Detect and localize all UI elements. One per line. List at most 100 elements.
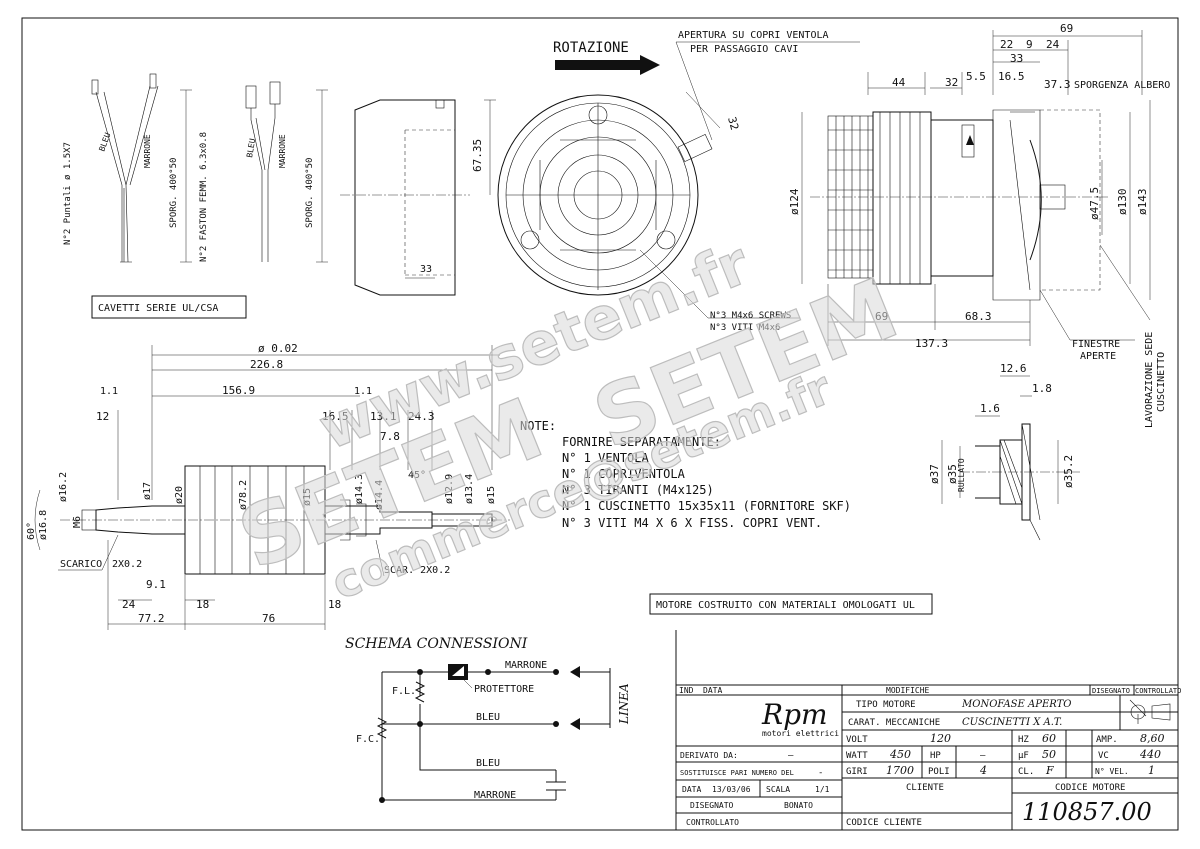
tb-disegnato-value: BONATO [784,801,813,810]
tb-sostituisce-label: SOSTITUISCE PARI NUMERO DEL [680,769,794,777]
tb-derivato-label: DERIVATO DA: [680,751,738,760]
dim-16-5-side: 16.5 [998,70,1025,83]
tb-nvel-label: N° VEL. [1095,767,1129,776]
rotation-arrow-icon [555,55,660,75]
opening-label-2: PER PASSAGGIO CAVI [690,44,798,55]
tb-giri-value: 1700 [886,764,914,777]
dim-156-9: 156.9 [222,384,255,397]
note-line-3: N° 1 COPRIVENTOLA [562,467,686,481]
dim-226-8: 226.8 [250,358,283,371]
note-line-6: N° 3 VITI M4 X 6 X FISS. COPRI VENT. [562,516,822,530]
scarico-dim: 2X0.2 [112,559,142,570]
watermark: www.setem.fr SETEM SETEM commerce@setem.… [225,228,911,611]
tb-carat-label: CARAT. MECCANICHE [848,718,940,728]
dim-1-8: 1.8 [1032,382,1052,395]
title-block: IND DATA MODIFICHE DISEGNATO CONTROLLATO… [675,630,1181,831]
schema-bleu-label: BLEU [476,712,500,723]
length-label-1: SPORG. 400°50 [169,158,179,228]
dia-16-8: ø16.8 [38,510,49,540]
tb-scala-value: 1/1 [815,785,830,794]
dia-14-4: ø14.4 [374,480,385,510]
dim-12-6: 12.6 [1000,362,1027,375]
note-line-5: N° 1 CUSCINETTO 15x35x11 (FORNITORE SKF) [562,499,851,513]
bearing-detail: 12.6 1.8 1.6 ø37 ø35 RULLATO ø35.2 [928,362,1080,541]
dim-7-8: 7.8 [380,430,400,443]
tb-hz-value: 60 [1042,732,1056,745]
dia-130: ø130 [1116,189,1129,216]
dim-5-5: 5.5 [966,70,986,83]
screws-label-en: N°3 M4x6 SCREWS [710,311,791,321]
dim-69-bottom: 69 [875,310,888,323]
dia-12-9: ø12.9 [444,474,455,504]
dim-18-left: 18 [196,598,209,611]
dia-15-end: ø15 [486,486,497,504]
thread-m6: M6 [72,516,83,528]
angle-60: 60° [26,522,37,540]
finestre-label-1: FINESTRE [1072,339,1120,350]
note-line-2: N° 1 VENTOLA [562,451,649,465]
dim-32-side: 32 [945,76,958,89]
notes-block: NOTE: FORNIRE SEPARATAMENTE: N° 1 VENTOL… [520,419,933,615]
wire-marrone-label-2: MARRONE [278,134,287,168]
tb-cl-value: F [1045,764,1054,777]
projection-symbol-icon [1130,704,1146,720]
dim-1-6: 1.6 [980,402,1000,415]
tb-amp-label: AMP. [1096,735,1118,745]
dim-24: 24 [1046,38,1060,51]
dim-33-side: 33 [1010,52,1023,65]
drawing-frame [21,17,1179,831]
tb-cliente-label: CLIENTE [906,783,944,793]
tb-amp-value: 8,60 [1140,732,1165,745]
side-view: 69 22 9 24 33 44 32 5.5 16.5 37.3 SPORGE… [788,22,1170,428]
dim-76: 76 [262,612,275,625]
sporgenza-label: SPORGENZA ALBERO [1074,80,1170,91]
tb-data-label: DATA [682,785,701,794]
dim-32-end: 32 [725,115,741,131]
note-line-1: FORNIRE SEPARATAMENTE: [562,435,721,449]
dia-35: ø35 [946,464,959,484]
schema-marrone-label: MARRONE [505,660,547,671]
direction-arrow-icon [966,135,974,145]
tb-nvel-value: 1 [1148,764,1155,777]
schema-bleu-label-2: BLEU [476,758,500,769]
note-line-4: N° 3 TIRANTI (M4x125) [562,483,714,497]
company-logo-sub: motori elettrici [762,729,839,738]
notes-title: NOTE: [520,419,556,433]
dim-69-top: 69 [1060,22,1073,35]
tb-uf-value: 50 [1042,748,1056,761]
tb-volt-value: 120 [930,732,951,745]
tb-derivato-value: — [788,751,794,761]
dim-18-right: 18 [328,598,341,611]
tb-watt-value: 450 [889,748,911,761]
tb-cl-label: CL. [1018,767,1034,777]
tb-hz-label: HZ [1018,735,1029,745]
dim-44: 44 [892,76,906,89]
dim-24-3: 24.3 [408,410,435,423]
dia-15-shaft: ø15 [302,488,313,506]
dia-47-5: ø47.5 [1088,187,1101,220]
dia-20: ø20 [174,486,185,504]
tb-giri-label: GIRI [846,767,868,777]
terminals-label: N°2 Puntali ø 1.5X7 [63,142,73,245]
dia-35-2: ø35.2 [1062,455,1075,488]
tb-data: DATA [703,686,722,695]
schema-linea-label: LINEA [617,683,631,725]
dia-143: ø143 [1136,189,1149,216]
tb-codice-cliente-label: CODICE CLIENTE [846,818,922,828]
schema-fl-label: F.L. [392,686,416,697]
schema-protettore-label: PROTETTORE [474,684,534,695]
tb-controllato-hdr: CONTROLLATO [1135,687,1181,695]
dia-124: ø124 [788,188,801,215]
dim-13-1: 13.1 [370,410,397,423]
dim-12-shaft: 12 [96,410,109,423]
dim-77-2: 77.2 [138,612,165,625]
rullato-label: RULLATO [957,458,966,492]
cables-series-label: CAVETTI SERIE UL/CSA [98,303,218,314]
dim-33-end: 33 [420,264,432,275]
wiring-schema: SCHEMA CONNESSIONI MARRONE PROTETTORE F.… [345,636,631,803]
cables-series-box [91,295,247,319]
shaft-view: ø 0.02 226.8 156.9 1.1 1.1 12 16.5 13.1 … [26,342,510,630]
schema-marrone-label-2: MARRONE [474,790,516,801]
wire-detail: N°2 Puntali ø 1.5X7 SPORG. 400°50 BLEU M… [63,73,328,319]
angle-45: 45° [408,470,426,481]
